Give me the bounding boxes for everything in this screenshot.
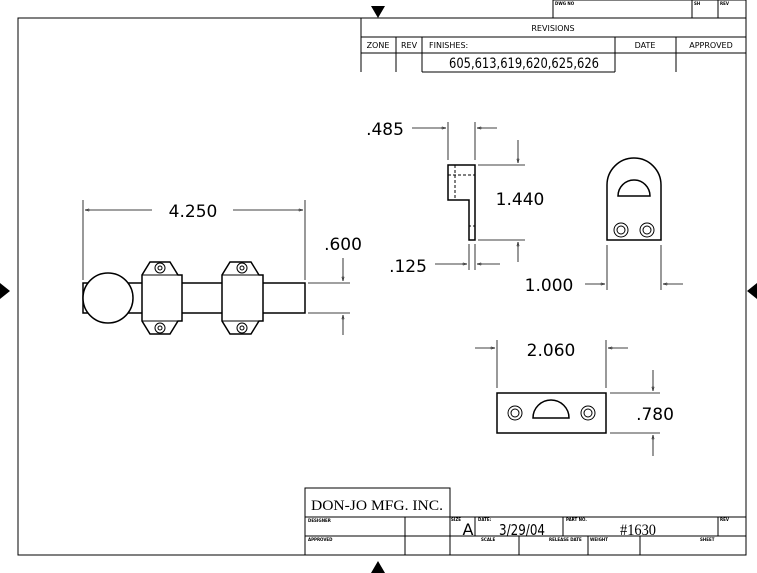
top-center-marker-icon xyxy=(371,6,385,18)
sh-label: SH xyxy=(694,1,700,6)
sheet-label: SHEET xyxy=(700,537,715,542)
part-no-value: #1630 xyxy=(620,522,656,539)
approved-label: APPROVED xyxy=(308,537,333,542)
strike-plate-view: 2.060 .780 xyxy=(475,340,674,456)
designer-label: DESIGNER xyxy=(308,518,331,523)
scale-label: SCALE xyxy=(481,537,495,542)
dim-width: 1.000 xyxy=(525,276,574,296)
drawing-number-box: DWG NO SH REV xyxy=(552,0,747,19)
bolt-end-view: 1.000 xyxy=(525,157,683,296)
revisions-title: REVISIONS xyxy=(531,24,574,33)
rev-label: REV xyxy=(720,1,730,6)
title-rev-label: REV xyxy=(720,517,730,522)
title-block: DON-JO MFG. INC. DESIGNER APPROVED SIZE … xyxy=(304,487,746,555)
dwg-no-label: DWG NO xyxy=(555,1,575,6)
company-name: DON-JO MFG. INC. xyxy=(311,498,443,514)
size-value: A xyxy=(463,520,474,539)
column-finishes: FINISHES: xyxy=(429,41,468,50)
release-date-label: RELEASE DATE xyxy=(549,537,582,542)
dim-overall-length: 4.250 xyxy=(169,202,218,222)
bolt-side-view: .485 1.440 .125 xyxy=(366,120,544,277)
column-approved: APPROVED xyxy=(689,41,733,50)
date-label: DATE: xyxy=(478,517,492,522)
left-center-marker-icon xyxy=(0,283,10,299)
size-label: SIZE xyxy=(451,517,461,522)
revisions-table: REVISIONS ZONE REV FINISHES: DATE APPROV… xyxy=(360,18,746,73)
date-value: 3/29/04 xyxy=(499,521,545,539)
drawing-border xyxy=(17,17,747,556)
column-rev: REV xyxy=(401,41,418,50)
bottom-center-marker-icon xyxy=(371,561,385,573)
weight-label: WEIGHT xyxy=(590,537,608,542)
dim-side-height: 1.440 xyxy=(496,190,545,210)
dim-strike-height: .780 xyxy=(636,405,674,425)
dim-strike-length: 2.060 xyxy=(527,341,576,361)
column-date: DATE xyxy=(635,41,656,50)
bolt-front-view: 4.250 .600 xyxy=(82,200,362,335)
dim-thickness: .485 xyxy=(366,120,404,140)
part-no-label: PART NO. xyxy=(566,517,587,522)
right-center-marker-icon xyxy=(747,283,757,299)
column-zone: ZONE xyxy=(367,41,390,50)
dim-plate-thickness: .125 xyxy=(389,257,427,277)
finishes-value: 605,613,619,620,625,626 xyxy=(449,56,599,72)
dim-height: .600 xyxy=(324,235,362,255)
